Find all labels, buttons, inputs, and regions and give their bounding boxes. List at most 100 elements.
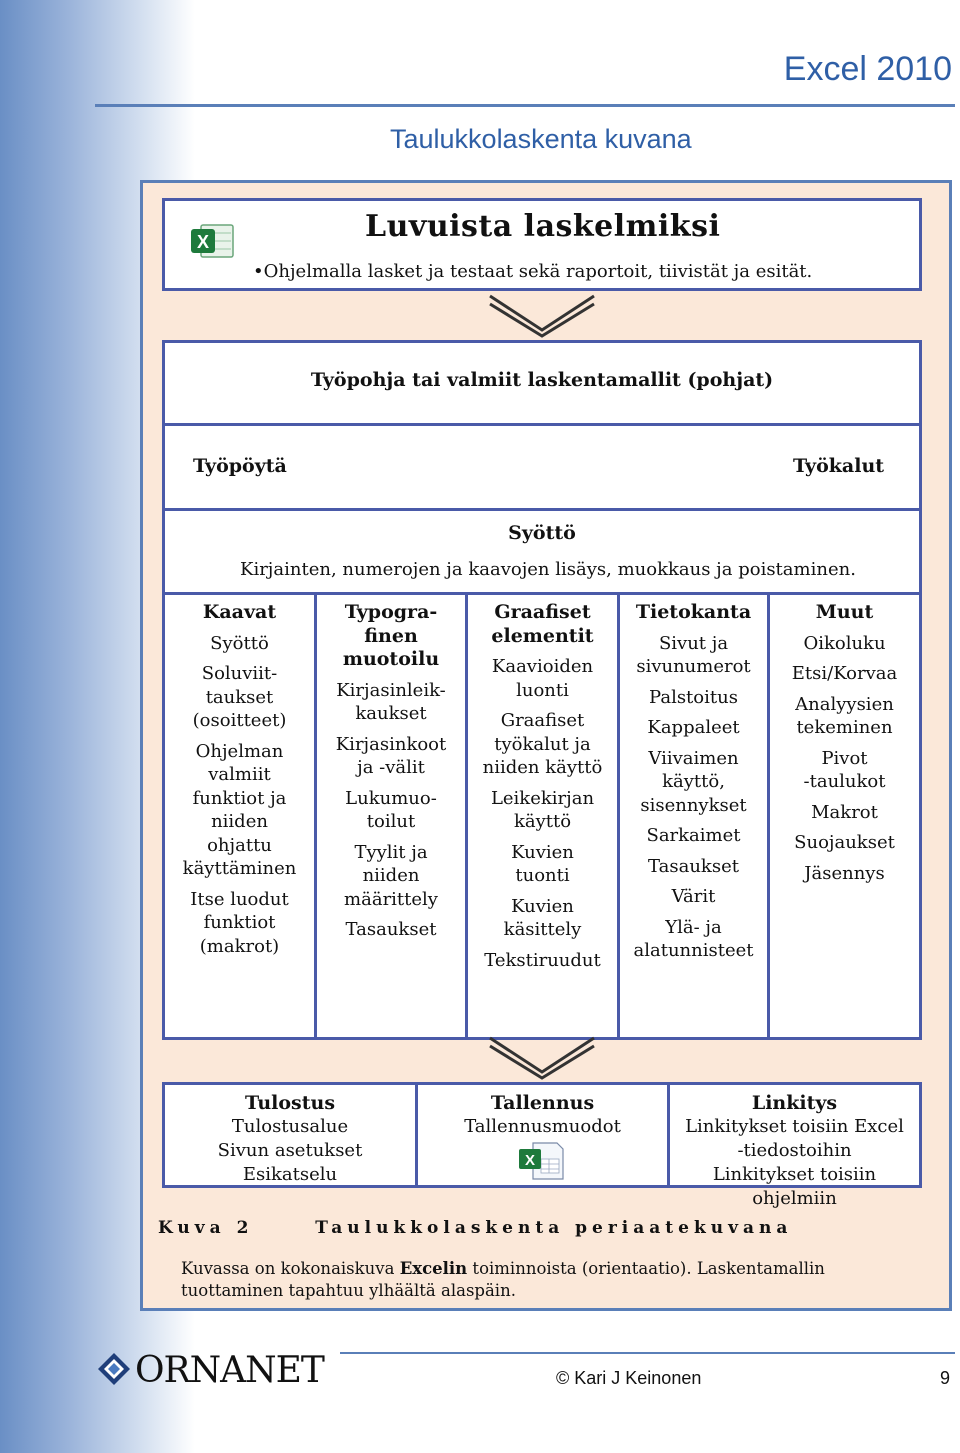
column-item-line: Itse luodut [190,888,289,910]
output-column-item: Linkitykset toisiin Excel [685,1116,904,1137]
column-item-line: ohjattu [207,834,272,856]
column-item-line: Ylä- ja [665,916,722,938]
column-item-line: Analyysien [795,693,894,715]
column-item-line: käyttäminen [182,858,297,879]
column-item-line: Soluviit- [201,663,278,684]
tools-label: Työkalut [793,455,885,477]
column-item-line: Lukumuo- [345,787,437,809]
output-column-item: Linkitykset toisiin ohjelmiin [712,1164,877,1209]
output-column-item: Sivun asetukset [217,1140,363,1161]
column-heading-line: Tietokanta [635,601,752,623]
column-item-line: Etsi/Korvaa [791,663,898,684]
column-item-line: (makrot) [199,935,280,957]
column-item-line: Graafiset [500,710,585,731]
excel-file-icon: X [519,1142,564,1180]
section-subtitle: Taulukkolaskenta kuvana [390,124,692,154]
column-item-line: (osoitteet) [192,710,287,731]
column-item: Soluviit-taukset(osoitteet) [165,662,314,733]
column-divider [465,595,468,1037]
column-item: Värit [620,885,767,909]
column-item: Palstoitus [620,686,767,710]
column-item-line: määrittely [344,888,438,910]
column-item-line: niiden [362,865,420,886]
column-item-line: alatunnisteet [633,940,754,961]
column-item-line: Tasaukset [648,855,739,877]
column-item-line: sisennykset [640,794,747,816]
column-item: Kappaleet [620,716,767,740]
footer-rule [340,1352,955,1354]
page-number: 9 [940,1368,951,1388]
column-item: Jäsennys [770,862,919,886]
column-item: Oikoluku [770,632,919,656]
column-item-line: Palstoitus [649,686,738,708]
column-item: Suojaukset [770,831,919,855]
column-item-line: käyttö, [662,771,725,792]
column-item: Pivot-taulukot [770,747,919,794]
column-item-line: toilut [366,811,416,832]
logo-text: ORNANET [135,1350,325,1391]
desktop-label: Työpöytä [193,455,287,477]
column-item-line: Kirjasinkoot [335,733,447,755]
column-item-line: Kappaleet [647,717,740,738]
column-item-line: Tyylit ja [354,841,428,863]
output-column-item: -tiedostoihin [737,1140,852,1161]
column-item-line: Kaavioiden [491,656,594,677]
column-item-line: Tasaukset [345,919,437,940]
column-item-line: Pivot [821,747,868,769]
column-item-line: Viivaimen [648,747,739,769]
column-heading-line: muotoilu [342,648,440,670]
column-item-line: Sarkaimet [646,825,741,846]
column-item-line: Suojaukset [794,832,895,853]
input-heading: Syöttö [508,522,576,544]
column-item: Kirjasinleik-kaukset [317,679,465,726]
column-item-line: luonti [516,679,569,701]
column-item-line: niiden [211,811,268,832]
column-item-line: niiden käyttö [482,757,603,778]
svg-text:X: X [525,1152,535,1169]
caption-text-part: Kuvassa on kokonaiskuva [181,1259,400,1278]
top-box: X Luvuista laskelmiksi •Ohjelmalla laske… [162,198,922,291]
column-divider [415,1085,418,1185]
column-item-line: Kuvien [511,895,574,917]
column-item-line: Jäsennys [804,862,885,884]
output-column-heading: Tulostus [244,1092,336,1114]
column-item-line: funktiot [203,912,276,933]
column-item-line: Ohjelman [195,740,284,762]
column-heading-line: Kaavat [202,601,277,623]
column-item: Syöttö [165,632,314,656]
column-item-line: Leikekirjan [490,787,595,809]
column-item: Makrot [770,801,919,825]
chevron-down-icon [489,1036,595,1080]
chevron-down-icon [489,294,595,338]
column-item-line: Tekstiruudut [484,949,601,971]
document-title: Excel 2010 [783,50,952,88]
column-item-line: Oikoluku [803,632,886,654]
column-heading-line: elementit [491,624,594,647]
column-heading-line: Typogra- [344,601,438,623]
column-divider [314,595,317,1037]
figure-caption-label: Kuva 2 Taulukkolaskenta periaatekuvana [158,1218,792,1238]
column-heading: Muut [770,601,919,625]
divider [165,592,919,595]
column-heading-line: finen [364,624,418,647]
ornanet-logo-icon [98,1353,130,1385]
column-item-line: käyttö [513,811,572,832]
column-item: Tasaukset [620,855,767,879]
